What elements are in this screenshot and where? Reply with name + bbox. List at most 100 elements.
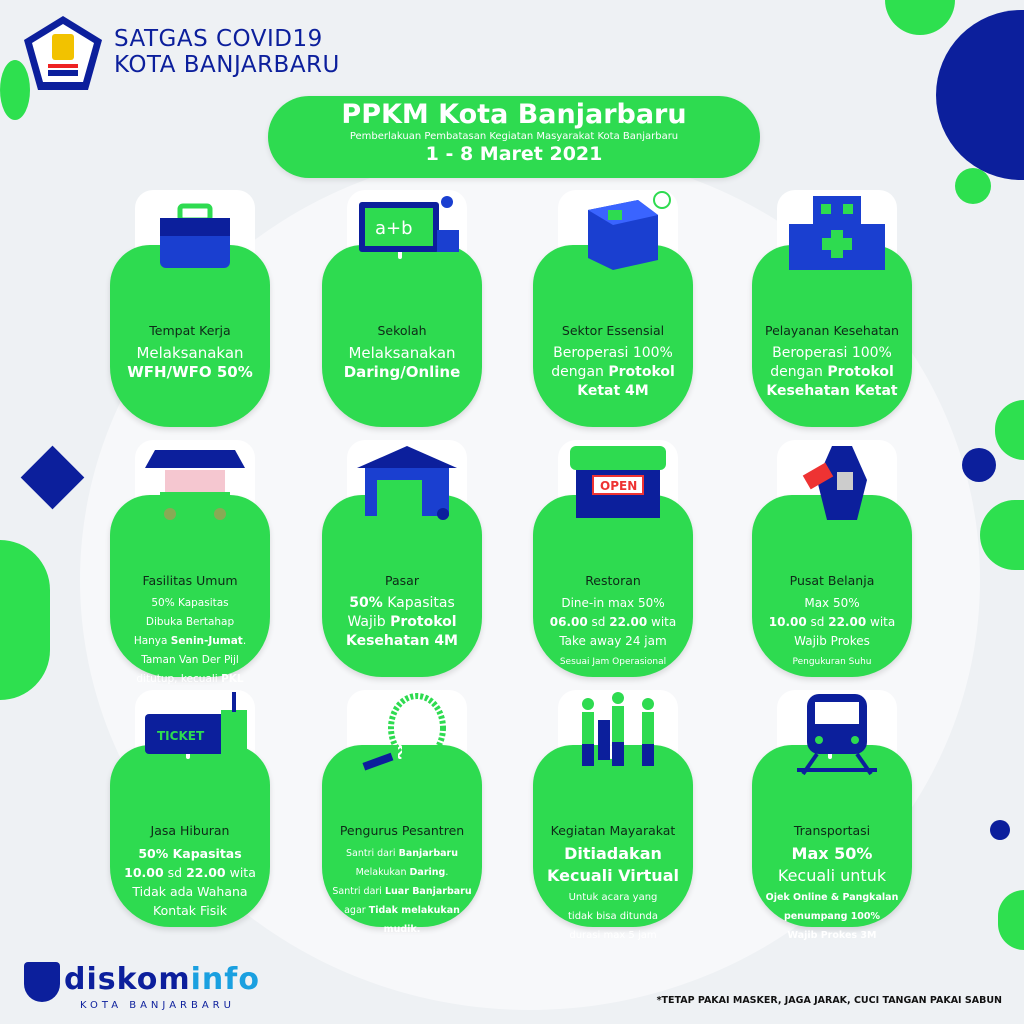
card-line: ditutup, kecuali PKL: [110, 670, 270, 689]
card-line: Ditiadakan: [533, 844, 693, 866]
card-line: Melaksanakan: [322, 344, 482, 363]
footer-note: *TETAP PAKAI MASKER, JAGA JARAK, CUCI TA…: [656, 995, 1002, 1006]
card-text: Tidak ada Wahana: [132, 884, 248, 899]
card-text: Hanya: [133, 635, 171, 647]
card-text: 50%: [349, 595, 383, 611]
card-text: wita: [647, 615, 677, 629]
card-line: mudik.: [322, 920, 482, 939]
card-text: Wajib Prokes 3M: [787, 930, 877, 941]
card-line: Daring/Online: [322, 363, 482, 382]
card-line: Beroperasi 100%: [752, 344, 912, 363]
card-line: Ketat 4M: [533, 382, 693, 401]
card-text: Kesehatan 4M: [346, 633, 458, 649]
card-line: Wajib Prokes: [752, 632, 912, 651]
card-text: Santri dari: [345, 848, 399, 859]
card-line: 10.00 sd 22.00 wita: [752, 613, 912, 632]
card-text: Kontak Fisik: [153, 903, 227, 918]
card-text: Kapasitas: [382, 595, 455, 611]
card-text: Ojek Online & Pangkalan: [765, 892, 899, 903]
card-text: Dibuka Bertahap: [145, 616, 235, 628]
ticket-drink-icon: TICKET: [145, 692, 247, 766]
decor-dot: [990, 820, 1010, 840]
card-text: 22.00: [609, 615, 648, 629]
card-text: Melakukan: [355, 867, 410, 878]
card-line: dengan Protokol: [533, 363, 693, 382]
card-line: Untuk acara yang: [533, 888, 693, 907]
briefcase-icon: [160, 203, 230, 268]
card-text: 50% Kapasitas: [151, 597, 229, 609]
card-line: Pengukuran Suhu: [752, 651, 912, 672]
food-cart-icon: [145, 450, 245, 520]
card-line: Melaksanakan: [110, 344, 270, 363]
market-icon: [357, 446, 457, 520]
card-line: Beroperasi 100%: [533, 344, 693, 363]
banner-dates: 1 - 8 Maret 2021: [425, 143, 603, 165]
card-text: sd: [587, 615, 610, 629]
card-text: Melaksanakan: [348, 344, 456, 362]
card-text: Daring/Online: [343, 363, 461, 381]
card-line: durasi max 5 jam: [533, 926, 693, 945]
card-line: Santri dari Banjarbaru: [322, 844, 482, 863]
card-title: Pasar: [385, 573, 419, 588]
card-text: Melaksanakan: [136, 344, 244, 362]
card-text: Wajib: [347, 614, 391, 630]
city-logo: [24, 962, 60, 1002]
card-title: Fasilitas Umum: [142, 573, 238, 588]
card-title: Pengurus Pesantren: [339, 823, 465, 838]
card-text: dengan: [770, 364, 828, 380]
card-text: Ketat 4M: [577, 383, 649, 399]
card-text: Luar Banjarbaru: [384, 886, 472, 897]
card-title: Kegiatan Mayarakat: [550, 823, 676, 838]
card-text: Untuk acara yang: [568, 892, 658, 903]
decor-dot: [936, 10, 1024, 180]
card-line: Dine-in max 50%: [533, 594, 693, 613]
card-text: tidak bisa ditunda: [568, 911, 658, 922]
card-line: Taman Van Der Pijl: [110, 651, 270, 670]
diskominfo-logo: diskominfo: [64, 962, 260, 997]
card-text: .: [445, 867, 449, 878]
train-icon: [797, 694, 877, 776]
card-line: 06.00 sd 22.00 wita: [533, 613, 693, 632]
card-line: Wajib Prokes 3M: [752, 926, 912, 945]
card-line: 50% Kapasitas: [322, 594, 482, 613]
card-text: Sesuai Jam Operasional: [559, 657, 667, 667]
decor-dot: [995, 400, 1024, 460]
card-text: Beroperasi 100%: [553, 345, 673, 361]
box-icon: [588, 191, 671, 270]
card-text: 22.00: [186, 865, 226, 880]
card-line: Take away 24 jam: [533, 632, 693, 651]
card-text: wita: [866, 615, 896, 629]
card-line: Melakukan Daring.: [322, 863, 482, 882]
banner-title: PPKM Kota Banjarbaru: [341, 99, 687, 130]
card-line: Kecuali untuk: [752, 866, 912, 888]
decor-dot: [885, 0, 955, 35]
card-text: Kecuali untuk: [777, 866, 887, 885]
card-text: 22.00: [828, 615, 867, 629]
decor-dot: [955, 168, 991, 204]
card-line: WFH/WFO 50%: [110, 363, 270, 382]
card-text: Protokol: [608, 364, 675, 380]
dress-sale-icon: [802, 446, 867, 520]
card-line: Dibuka Bertahap: [110, 613, 270, 632]
card-text: Dine-in max 50%: [561, 596, 665, 610]
card-line: Wajib Protokol: [322, 613, 482, 632]
card-title: Pelayanan Kesehatan: [765, 323, 899, 338]
card-text: wita: [225, 865, 256, 880]
svg-text:a+b: a+b: [375, 218, 413, 239]
card-line: penumpang 100%: [752, 907, 912, 926]
svg-text:OPEN: OPEN: [600, 479, 637, 493]
